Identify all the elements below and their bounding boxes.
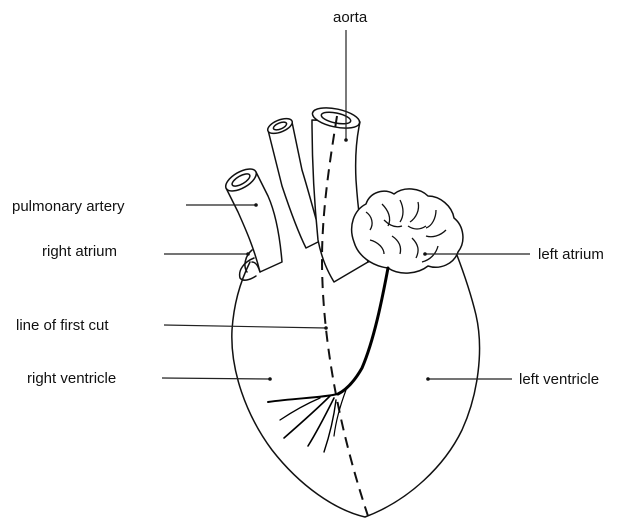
label-pulmonary-artery: pulmonary artery: [12, 198, 125, 215]
label-line-of-first-cut: line of first cut: [16, 317, 109, 334]
left-atrium-lobes: [352, 189, 463, 273]
coronary-artery: [268, 268, 388, 452]
leader-line-of-first-cut-dot: [324, 326, 328, 330]
label-aorta: aorta: [333, 9, 368, 26]
leader-aorta-dot: [344, 138, 348, 142]
aorta-vessel: [312, 120, 368, 282]
leader-right-atrium-dot: [246, 252, 250, 256]
label-right-ventricle: right ventricle: [27, 370, 116, 387]
leader-line-of-first-cut: [164, 325, 326, 328]
label-left-atrium: left atrium: [538, 246, 604, 263]
leader-pulmonary-artery-dot: [254, 203, 258, 207]
leader-right-ventricle: [162, 378, 270, 379]
leader-left-ventricle-dot: [426, 377, 430, 381]
label-right-atrium: right atrium: [42, 243, 117, 260]
leader-left-atrium-dot: [423, 252, 427, 256]
leader-right-ventricle-dot: [268, 377, 272, 381]
label-left-ventricle: left ventricle: [519, 371, 599, 388]
right-atrium-auricle: [240, 258, 256, 280]
